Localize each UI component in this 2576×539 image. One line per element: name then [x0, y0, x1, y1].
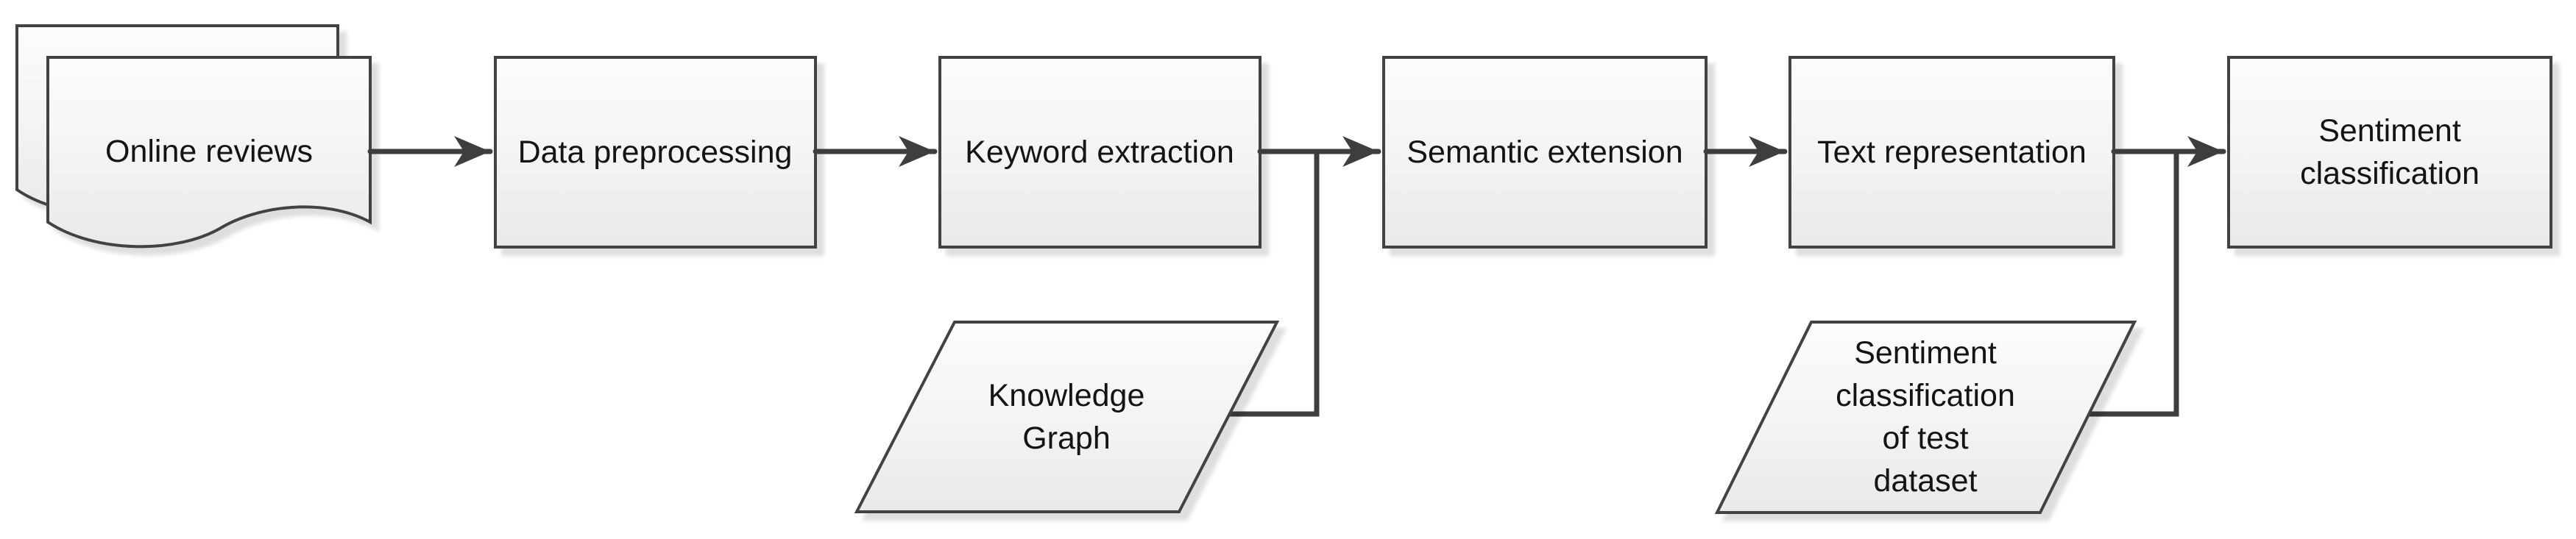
semantic-extension-label: Semantic extension [1406, 135, 1682, 170]
test-dataset-label-line1: Sentiment [1854, 335, 1997, 371]
keyword-extraction-label: Keyword extraction [965, 135, 1234, 170]
data-preprocessing-label: Data preprocessing [518, 135, 793, 170]
semantic-extension-shape [1382, 56, 1708, 249]
knowledge-graph-label-line2: Graph [1022, 421, 1111, 456]
online-reviews-document-shape [46, 56, 372, 249]
sentiment-classification-shape [2227, 56, 2552, 249]
connector-knowledge-graph-join [1229, 151, 1320, 417]
test-dataset-label-line3: of test [1882, 421, 1968, 456]
knowledge-graph-label-line1: Knowledge [988, 378, 1145, 413]
keyword-extraction-shape [938, 56, 1262, 249]
test-dataset-label-line2: classification [1836, 378, 2015, 413]
knowledge-graph-shape [854, 321, 1280, 513]
online-reviews-label: Online reviews [105, 134, 313, 169]
text-representation-label: Text representation [1817, 135, 2087, 170]
test-dataset-label-line4: dataset [1873, 463, 1977, 499]
sentiment-classification-label-line1: Sentiment [2318, 113, 2461, 149]
connector-test-dataset-join [2089, 151, 2179, 417]
data-preprocessing-shape [494, 56, 817, 249]
text-representation-shape [1788, 56, 2115, 249]
test-dataset-shape [1714, 321, 2137, 514]
sentiment-classification-label-line2: classification [2300, 156, 2480, 191]
